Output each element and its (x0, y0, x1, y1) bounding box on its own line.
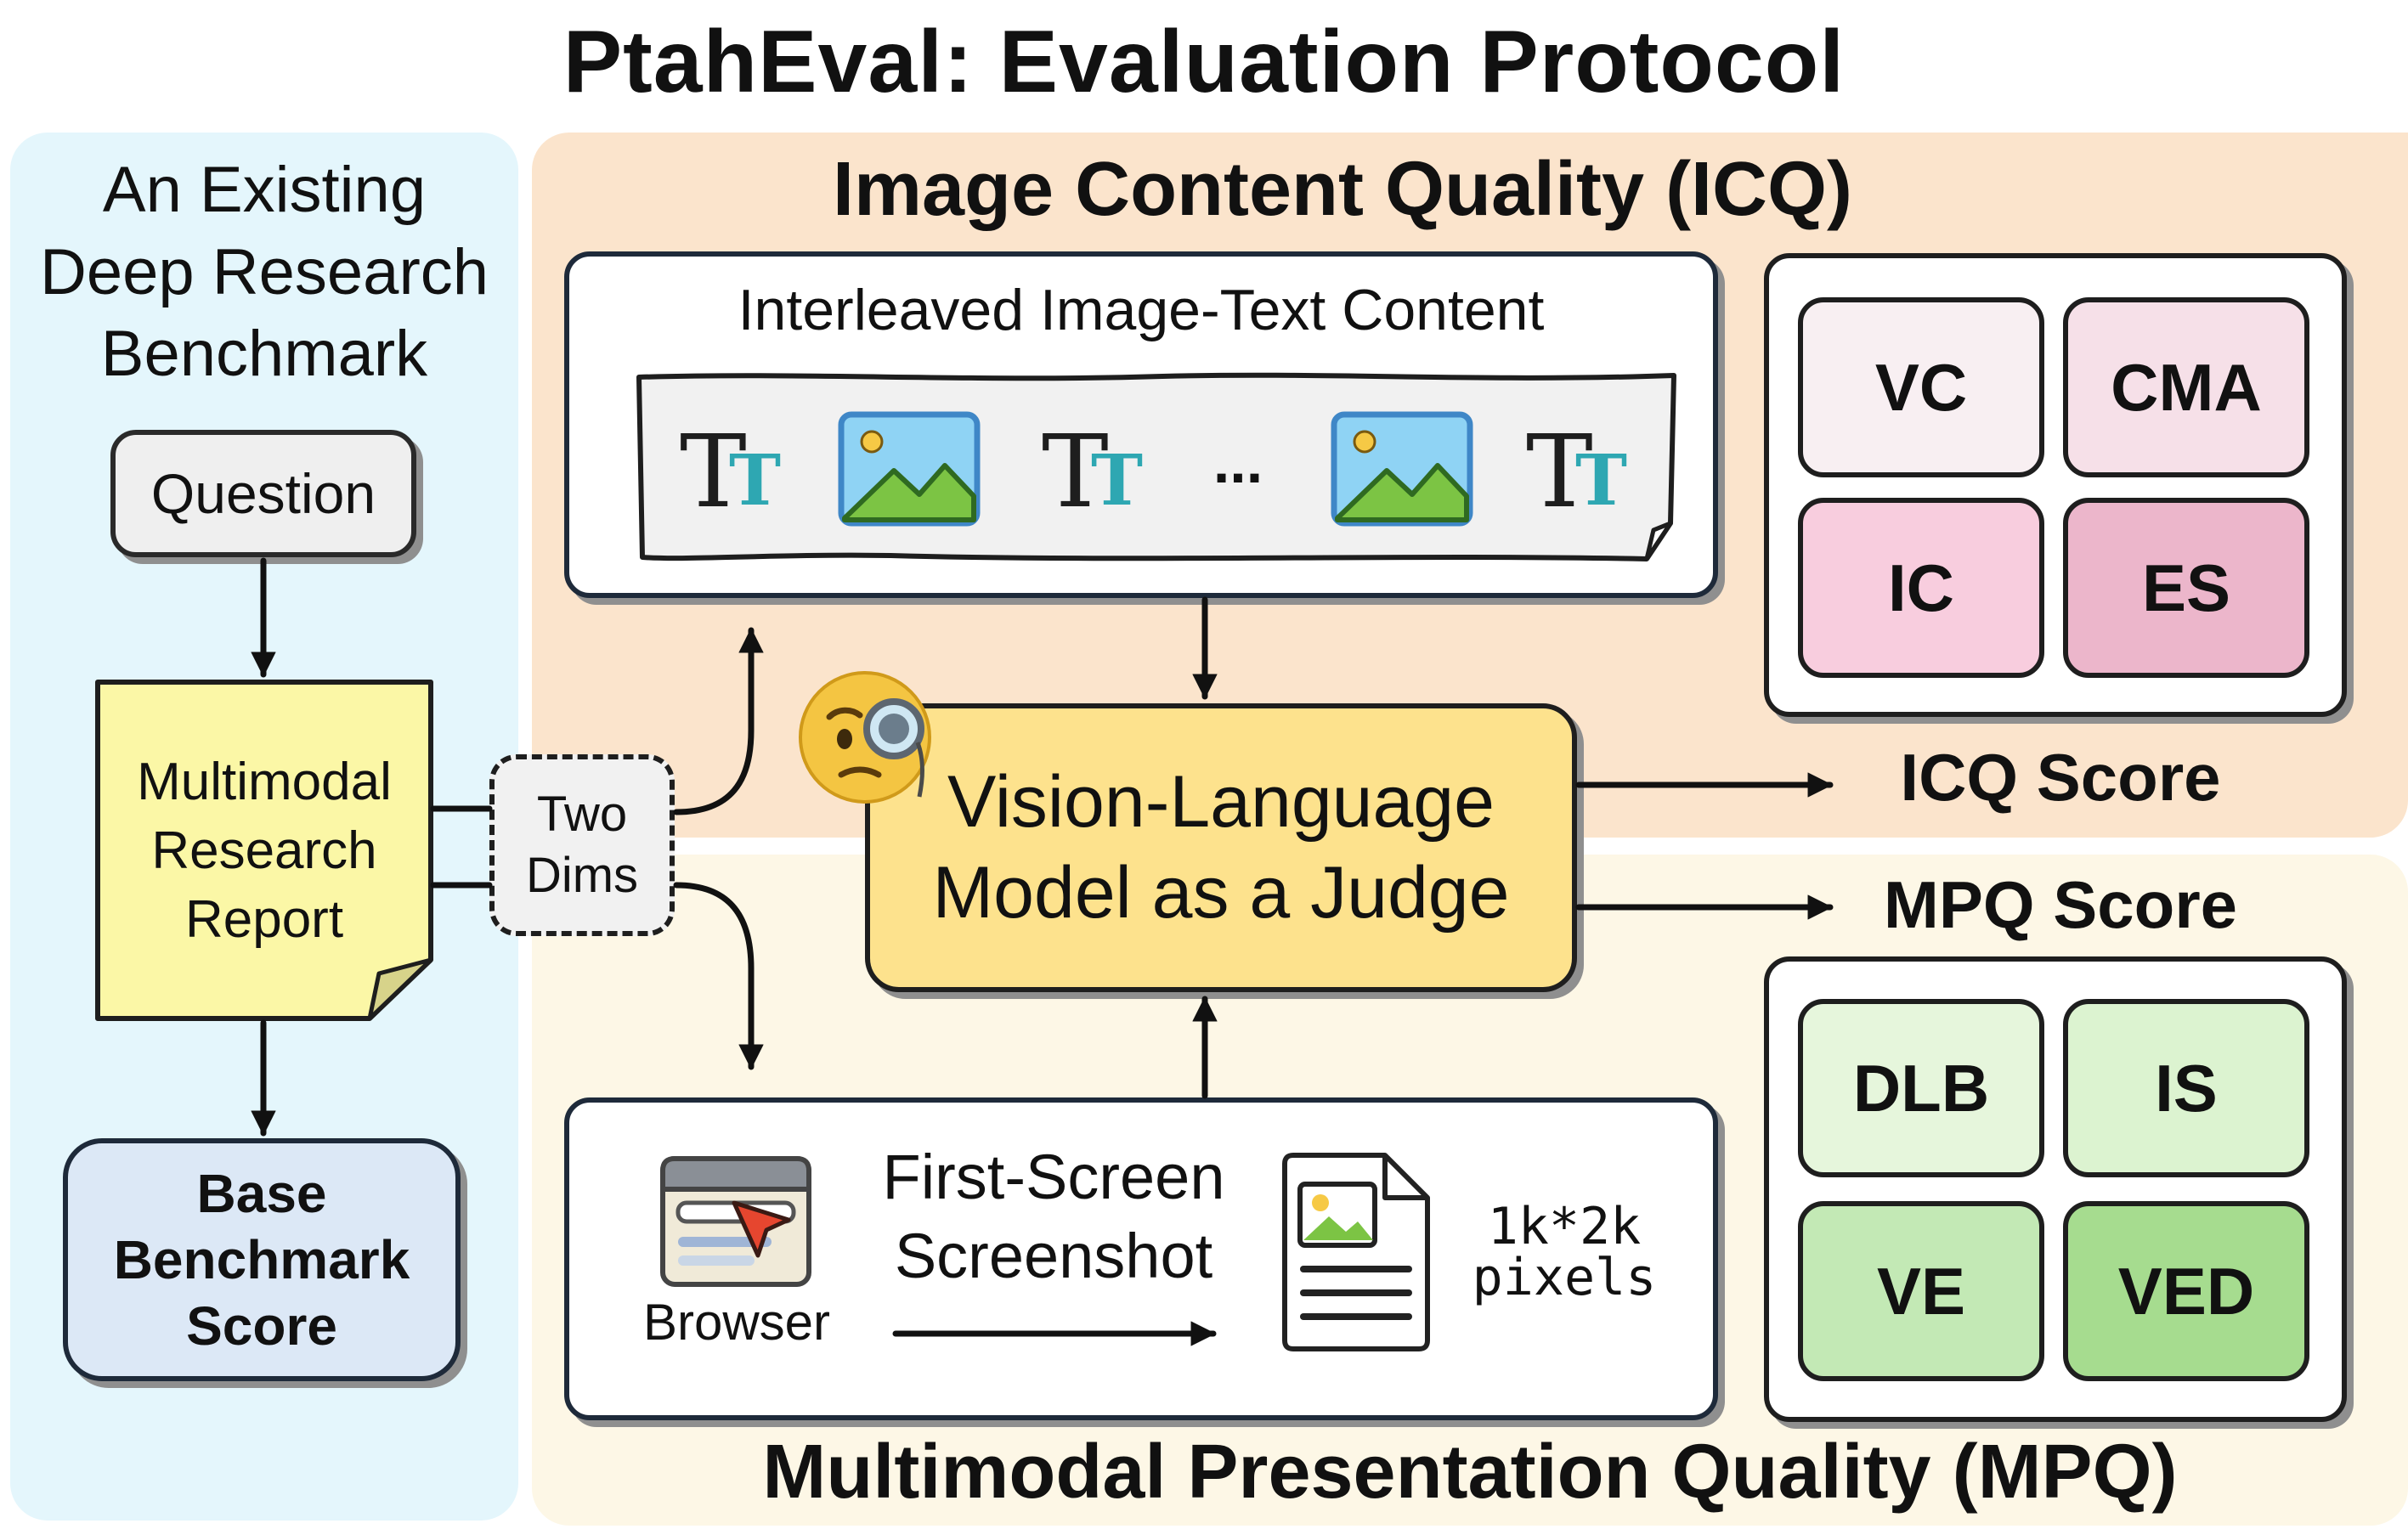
two-dims-box: Two Dims (489, 754, 675, 936)
screenshot-label: First-Screen Screenshot (850, 1138, 1258, 1295)
monocle-emoji-icon (790, 661, 960, 805)
mpq-title: Multimodal Presentation Quality (MPQ) (762, 1430, 2178, 1515)
question-label: Question (150, 461, 376, 525)
pixels-label-line-2: pixels (1472, 1248, 1657, 1307)
base-score-line-1: Base (196, 1162, 327, 1224)
pixels-label: 1k*2k pixels (1450, 1201, 1679, 1303)
cursor-icon (729, 1198, 797, 1266)
text-icon: T T (1042, 413, 1144, 530)
two-dims-line-1: Two (536, 786, 628, 842)
report-paper-shape (95, 680, 433, 1021)
interleaved-content-title: Interleaved Image-Text Content (738, 278, 1545, 342)
browser-icon (659, 1155, 812, 1288)
report-label: Multimodal Research Report (95, 748, 433, 955)
image-icon (1331, 411, 1473, 527)
metric-ic: IC (1798, 498, 2044, 678)
metric-es: ES (2063, 498, 2309, 678)
diagram-title: PtahEval: Evaluation Protocol (562, 13, 1846, 111)
base-score-line-3: Score (186, 1295, 337, 1357)
text-icon: T T (680, 413, 782, 530)
icq-title: Image Content Quality (ICQ) (832, 147, 1853, 232)
metric-ved: VED (2063, 1201, 2309, 1381)
question-box: Question (110, 430, 416, 557)
benchmark-heading-line-2: Deep Research (39, 235, 489, 308)
metric-vc: VC (1798, 297, 2044, 477)
judge-line-2: Model as a Judge (932, 852, 1510, 934)
arrow-dims-to-mpq (673, 882, 764, 1070)
benchmark-heading-line-1: An Existing (102, 154, 427, 226)
icq-score-label: ICQ Score (1900, 740, 2221, 815)
benchmark-heading: An Existing Deep Research Benchmark (10, 150, 518, 396)
pixels-label-line-1: 1k*2k (1487, 1197, 1642, 1256)
mpq-score-label: MPQ Score (1883, 867, 2238, 942)
report-label-line-2: Research (151, 821, 377, 881)
metric-dlb: DLB (1798, 999, 2044, 1177)
report-label-line-3: Report (184, 890, 344, 950)
document-icon (1280, 1150, 1433, 1354)
metric-ve: VE (1798, 1201, 2044, 1381)
benchmark-heading-line-3: Benchmark (100, 318, 428, 391)
base-score-box: Base Benchmark Score (63, 1138, 461, 1381)
screenshot-label-line-1: First-Screen (882, 1142, 1225, 1212)
arrow-dims-to-content (673, 627, 764, 815)
metric-is: IS (2063, 999, 2309, 1177)
screenshot-label-line-2: Screenshot (894, 1220, 1213, 1291)
two-dims-line-2: Dims (525, 848, 639, 903)
ellipsis: ... (1212, 429, 1263, 495)
metric-cma: CMA (2063, 297, 2309, 477)
report-label-line-1: Multimodal (137, 753, 392, 811)
base-score-line-2: Benchmark (113, 1228, 410, 1290)
judge-box: Vision-Language Model as a Judge (865, 703, 1577, 992)
text-icon: T T (1526, 413, 1628, 530)
browser-label: Browser (642, 1294, 831, 1351)
judge-line-1: Vision-Language (947, 760, 1495, 843)
research-report-note: Multimodal Research Report (95, 680, 433, 1021)
image-icon (838, 411, 981, 527)
